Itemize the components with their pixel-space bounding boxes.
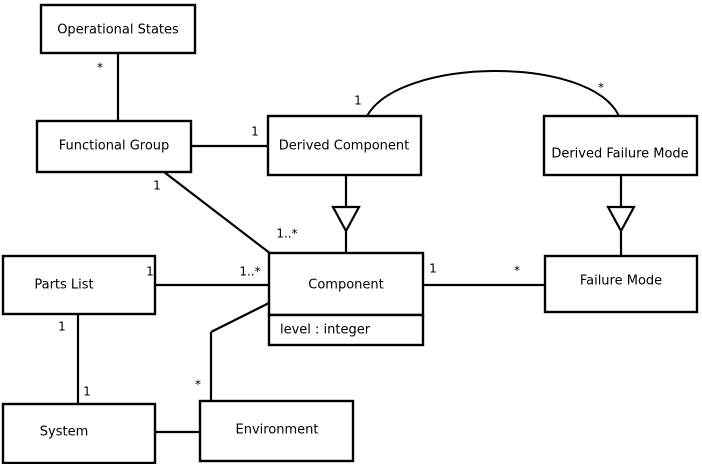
multiplicity-functional-group-component-target: 1..*	[276, 227, 297, 241]
multiplicity-parts-list-component-target: 1..*	[239, 265, 260, 279]
class-name-system: System	[40, 425, 88, 440]
class-box-environment[interactable]: Environment	[198, 399, 355, 463]
multiplicity-layer: * 1 1 * 1 1..* 1 1..* 1 * 1 1 *	[58, 61, 604, 399]
multiplicity-functional-group-component-source: 1	[153, 179, 161, 193]
generalization-triangle-derived-component	[331, 205, 361, 234]
multiplicity-parts-list-system-source: 1	[58, 320, 66, 334]
class-box-parts-list-rect	[1, 254, 157, 316]
class-box-component-name-compartment	[267, 251, 425, 317]
class-name-derived-failure-mode: Derived Failure Mode	[551, 147, 688, 162]
class-box-environment-rect	[198, 399, 355, 463]
class-box-functional-group[interactable]: Functional Group	[35, 119, 193, 174]
class-box-parts-list[interactable]: Parts List	[1, 254, 157, 316]
multiplicity-operational-states-functional-group: *	[97, 61, 103, 75]
class-box-operational-states[interactable]: Operational States	[39, 3, 197, 55]
class-box-system[interactable]: System	[1, 402, 157, 464]
class-box-derived-component[interactable]: Derived Component	[266, 114, 423, 177]
class-name-component: Component	[308, 278, 383, 293]
class-box-failure-mode-rect	[543, 254, 699, 314]
generalization-triangle-derived-failure-mode	[606, 205, 636, 234]
class-name-derived-component: Derived Component	[279, 139, 410, 154]
connector-layer	[76, 54, 636, 434]
class-box-derived-component-rect	[266, 114, 423, 177]
class-name-failure-mode: Failure Mode	[580, 274, 662, 289]
multiplicity-derived-failure-mode-curve-target: *	[598, 81, 604, 95]
multiplicity-derived-component-curve-source: 1	[354, 94, 362, 108]
class-box-derived-failure-mode-rect	[542, 114, 699, 177]
class-box-failure-mode[interactable]: Failure Mode	[543, 254, 699, 314]
class-box-component-attribute-compartment	[267, 313, 425, 347]
multiplicity-component-failure-mode-target: *	[514, 264, 520, 278]
multiplicity-parts-list-system-target: 1	[83, 385, 91, 399]
class-box-functional-group-rect	[35, 119, 193, 174]
class-name-operational-states: Operational States	[57, 23, 179, 38]
multiplicity-functional-group-derived-component: 1	[251, 125, 259, 139]
class-name-parts-list: Parts List	[34, 278, 93, 293]
multiplicity-environment-component: *	[195, 378, 201, 392]
class-box-derived-failure-mode[interactable]: Derived Failure Mode	[542, 114, 699, 177]
class-box-system-rect	[1, 402, 157, 464]
class-box-operational-states-rect	[39, 3, 197, 55]
class-name-functional-group: Functional Group	[59, 139, 170, 154]
connector-derived-component-derived-failure-mode	[366, 70, 620, 117]
class-box-component[interactable]: Component level : integer	[267, 251, 425, 347]
connector-environment-component-diagonal	[210, 302, 270, 333]
multiplicity-parts-list-component-source: 1	[146, 265, 154, 279]
connector-functional-group-component	[163, 171, 272, 255]
class-attribute-component-level: level : integer	[280, 323, 371, 338]
class-name-environment: Environment	[235, 423, 318, 438]
multiplicity-component-failure-mode-source: 1	[429, 262, 437, 276]
